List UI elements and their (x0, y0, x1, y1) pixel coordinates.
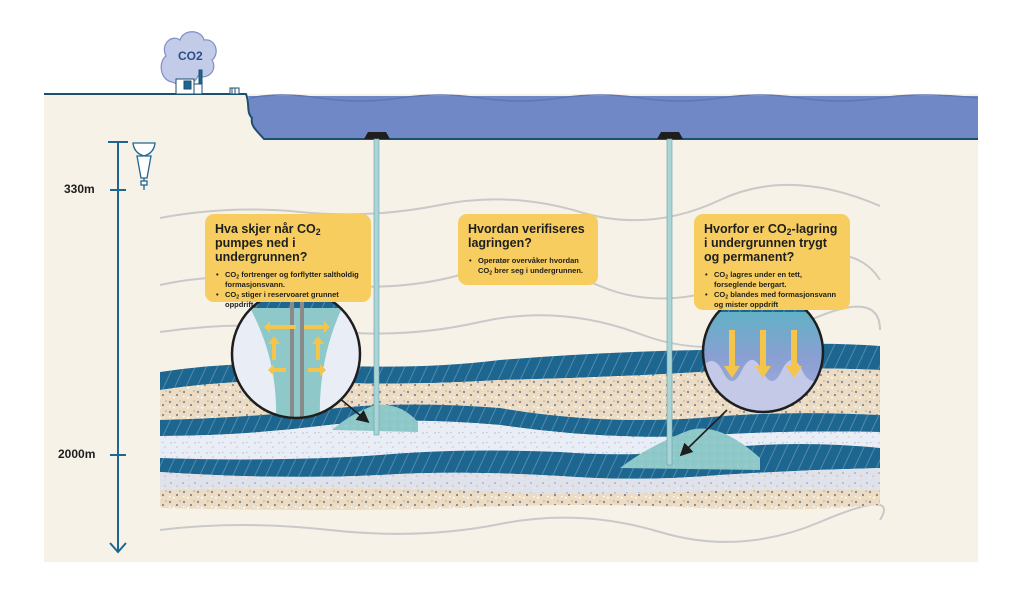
callout-arrow-left (337, 396, 370, 424)
emission-label: CO2 (178, 49, 203, 63)
card-title: Hvorfor er CO2-lagring i undergrunnen tr… (704, 222, 838, 264)
card-bullet: CO2 blandes med formasjonsvann og mister… (705, 290, 840, 309)
magnifier-displacement (232, 290, 360, 418)
info-card-injection: Hva skjer når CO2 pumpes ned i undergrun… (205, 214, 371, 309)
info-card-permanence: Hvorfor er CO2-lagring i undergrunnen tr… (694, 214, 850, 310)
depth-scale (108, 141, 128, 554)
emission-cloud-icon: CO2 (160, 31, 217, 86)
card-title: Hva skjer når CO2 pumpes ned i undergrun… (215, 222, 321, 264)
factory-icon (175, 69, 240, 95)
card-bullet: CO2 lagres under en tett, forseglende be… (705, 270, 840, 289)
card-bullet: CO2 fortrenger og forflytter saltholdig … (216, 270, 361, 289)
drill-bit-icon (132, 142, 156, 190)
callout-arrow-right (679, 409, 728, 457)
sea (248, 96, 978, 139)
displacement-arrows-icon (264, 321, 330, 376)
depth-label-2000m: 2000m (58, 447, 96, 461)
sand-layer-lower (160, 488, 880, 510)
lower-grey-layer (160, 468, 880, 494)
card-title: Hvordan verifiseres lagringen? (468, 222, 585, 250)
card-bullet: Operatør overvåker hvordan CO2 brer seg … (469, 256, 588, 275)
info-card-verification: Hvordan verifiseres lagringen? Operatør … (458, 214, 598, 285)
card-bullet: CO2 stiger i reservoaret grunnet oppdrif… (216, 290, 361, 309)
sand-layer-upper (160, 368, 880, 421)
sinking-arrows-icon (724, 330, 802, 378)
depth-label-330m: 330m (64, 182, 95, 196)
injection-well-right (657, 132, 683, 466)
injection-well-left (364, 132, 390, 436)
